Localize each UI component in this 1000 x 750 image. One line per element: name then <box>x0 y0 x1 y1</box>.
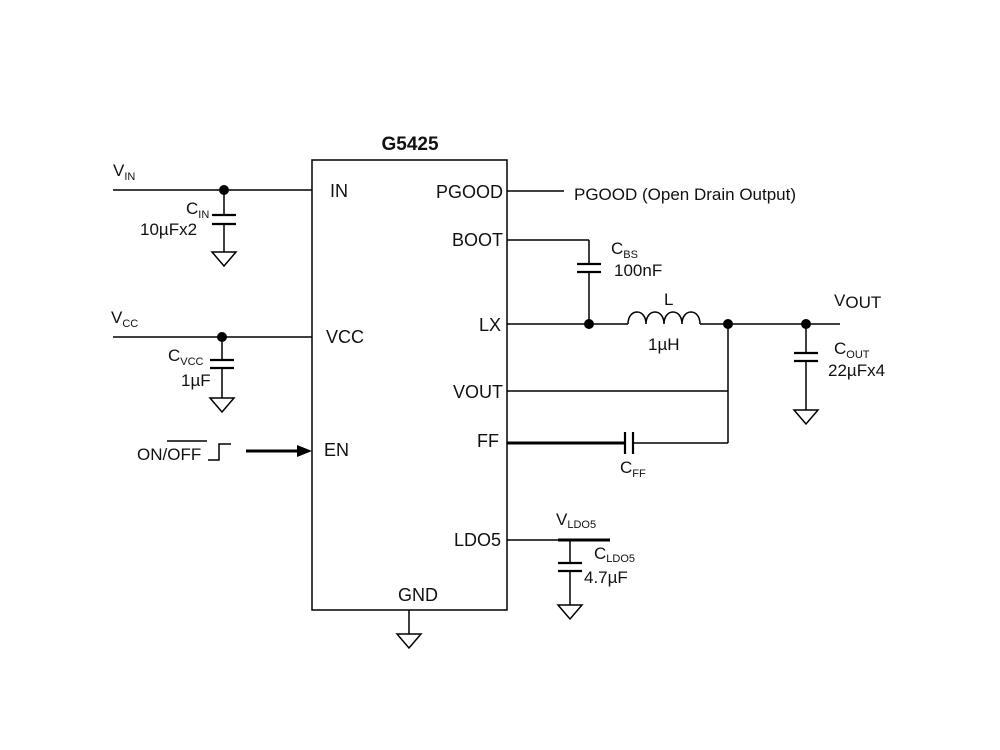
cff-label: CFF <box>620 458 646 480</box>
pin-in-label: IN <box>330 181 348 201</box>
cvcc-label: CVCC <box>168 346 204 368</box>
pin-ldo5-label: LDO5 <box>454 530 501 550</box>
cvcc-ground-symbol <box>208 397 236 414</box>
pin-vout-label: VOUT <box>453 382 503 402</box>
inductor-coil <box>627 311 701 325</box>
pin-ff-label: FF <box>477 431 499 451</box>
vcc-label: VCC <box>111 308 138 330</box>
inductor-value: 1µH <box>648 335 680 354</box>
pin-vcc-label: VCC <box>326 327 364 347</box>
pgood-description: PGOOD (Open Drain Output) <box>574 185 796 204</box>
cldo5-ground-symbol <box>556 604 584 621</box>
pin-en-label: EN <box>324 440 349 460</box>
cldo5-label: CLDO5 <box>594 544 635 565</box>
pin-boot-label: BOOT <box>452 230 503 250</box>
en-arrow-head <box>297 445 312 457</box>
lx-junction-dot <box>584 319 594 329</box>
cout-value: 22µFx4 <box>828 361 885 380</box>
vldo5-label: VLDO5 <box>556 510 596 531</box>
vin-label: VIN <box>113 161 135 183</box>
inductor-label: L <box>664 290 673 309</box>
cldo5-value: 4.7µF <box>584 568 628 587</box>
cout-label: COUT <box>834 339 870 361</box>
cbs-value: 100nF <box>614 261 662 280</box>
cin-ground-symbol <box>210 251 238 268</box>
cvcc-value: 1µF <box>181 371 211 390</box>
chip-name: G5425 <box>381 134 438 155</box>
cbs-label: CBS <box>611 239 638 261</box>
pin-gnd-label: GND <box>398 585 438 605</box>
chip-body <box>311 159 508 611</box>
pin-lx-label: LX <box>479 315 501 335</box>
pin-pgood-label: PGOOD <box>436 182 503 202</box>
cout-ground-symbol <box>792 409 820 426</box>
en-signal-label: ON/OFF <box>137 445 201 464</box>
cin-value: 10µFx2 <box>140 220 197 239</box>
chip-ground-symbol <box>395 633 423 650</box>
vout-label: VOUT <box>834 291 881 312</box>
cin-label: CIN <box>186 199 209 221</box>
en-step-waveform <box>208 443 231 461</box>
